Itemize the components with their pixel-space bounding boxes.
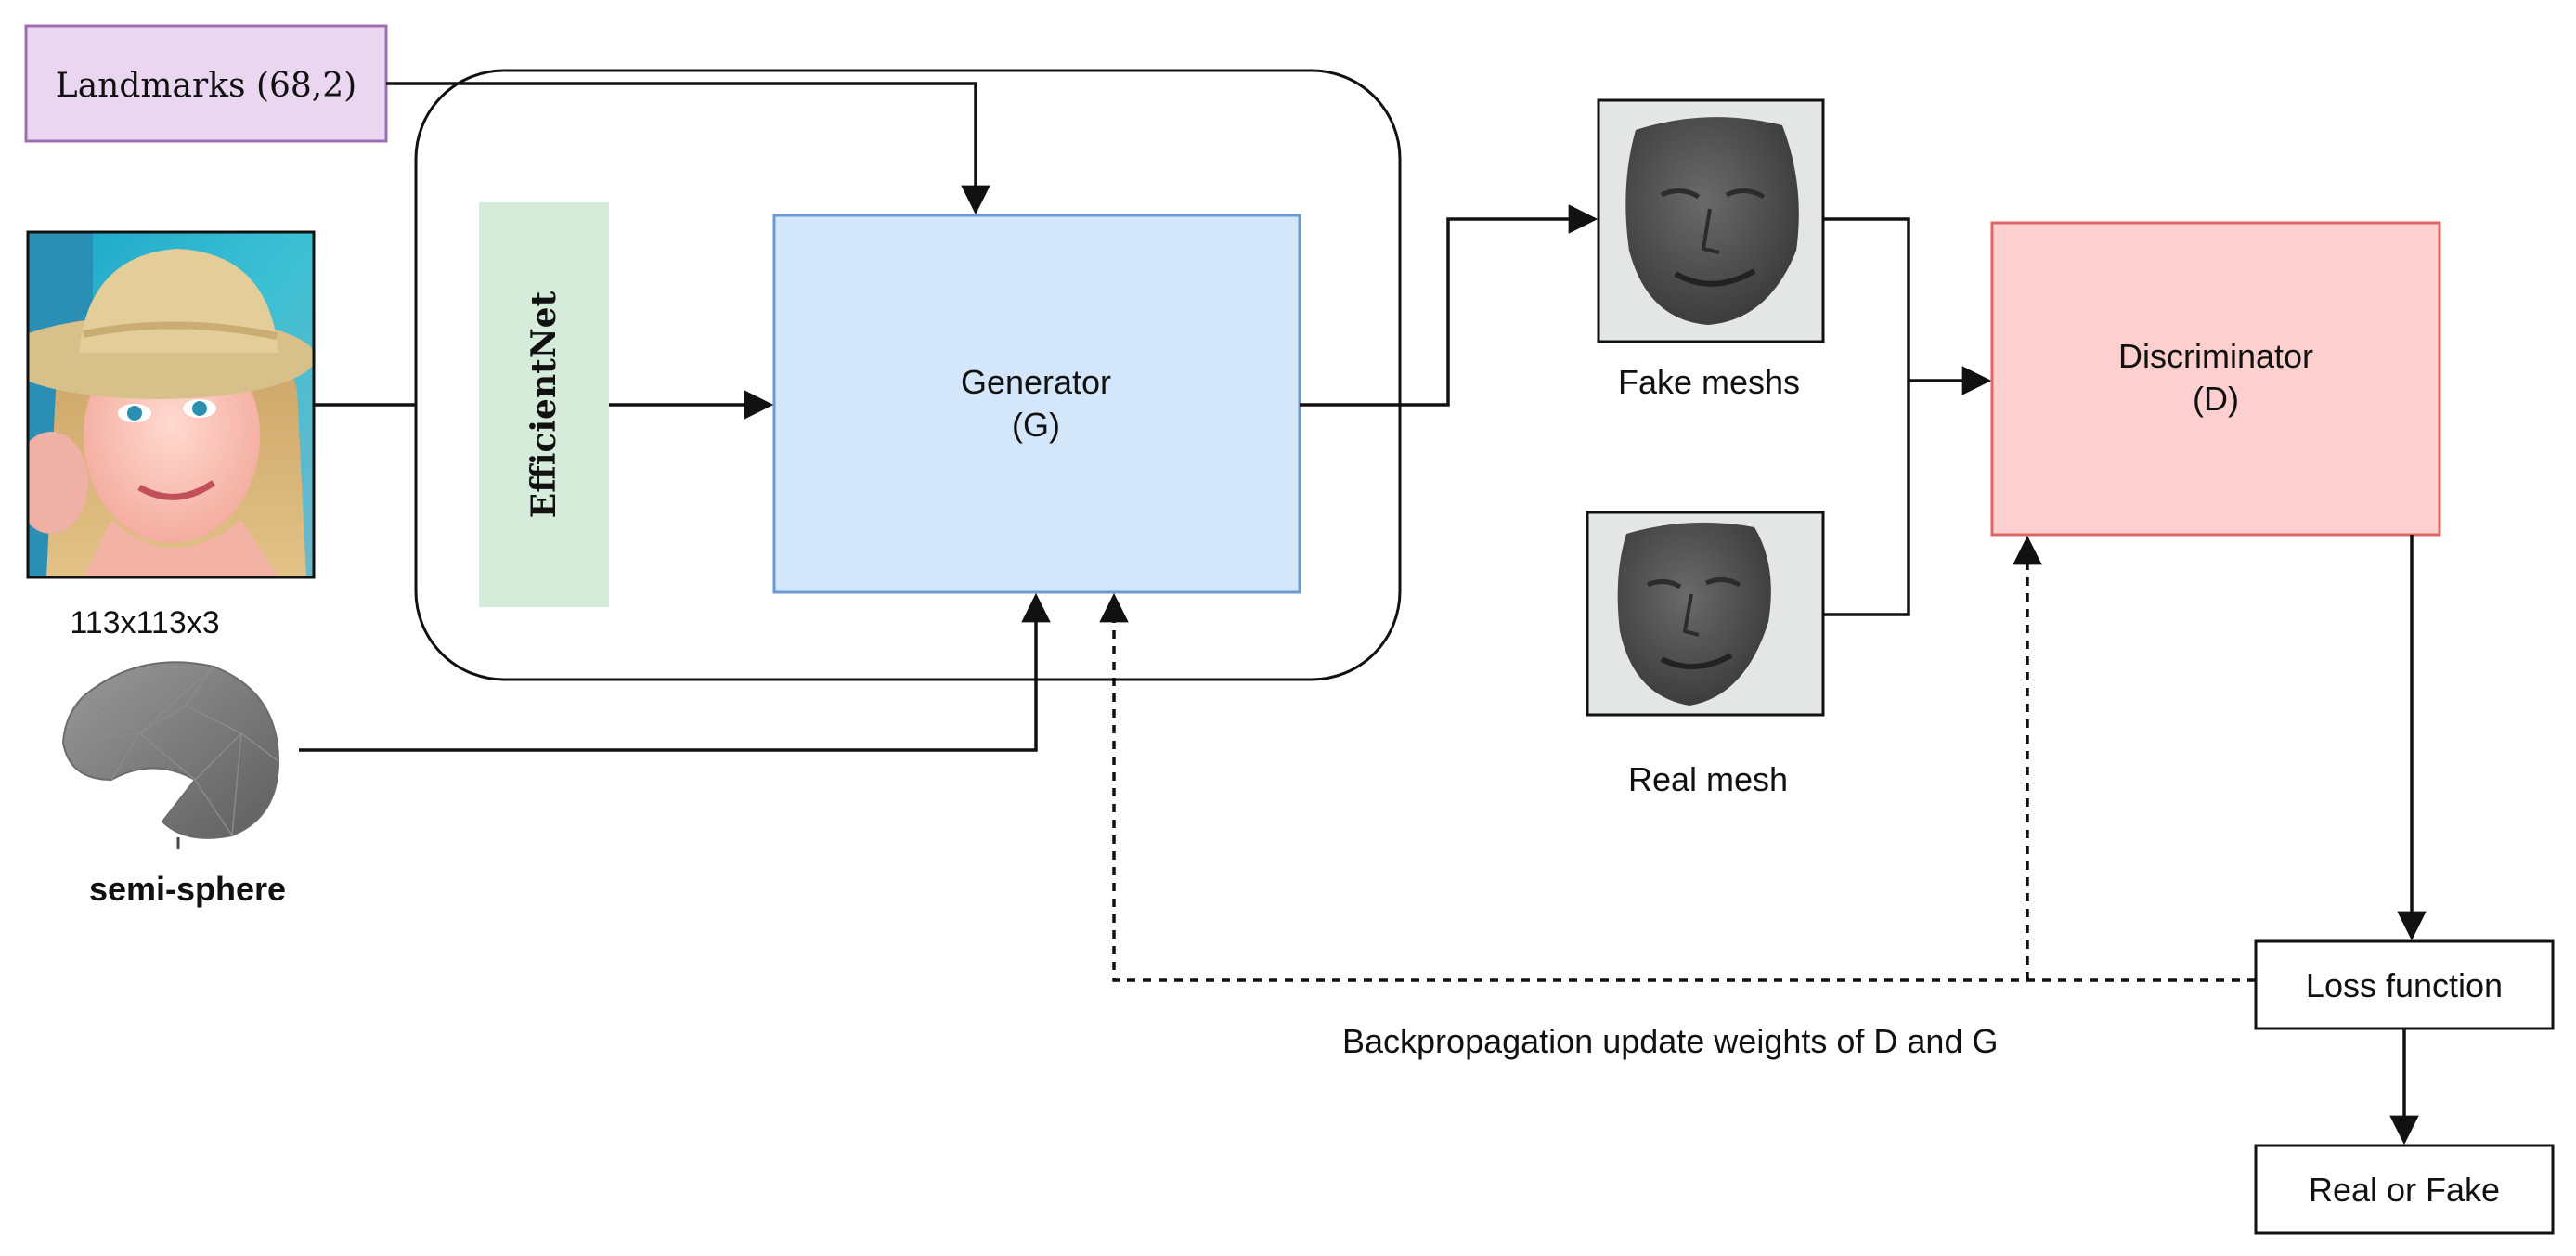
backprop-lines [1099,535,2256,982]
generator-label: Generator [961,363,1111,401]
fake-mesh-image [1597,98,1825,343]
image-size-caption: 113x113x3 [70,605,219,641]
real-mesh-caption: Real mesh [1628,760,1788,798]
generator-symbol: (G) [1012,406,1060,444]
semi-sphere-icon [61,661,280,849]
efficientnet-node: EfficientNet [479,202,609,607]
edge-fake-merge [1823,217,1910,381]
generator-node: Generator (G) [772,214,1301,594]
output-node: Real or Fake [2254,1144,2555,1235]
input-photo [26,230,316,579]
landmarks-node: Landmarks (68,2) [24,24,388,143]
fake-mesh-caption: Fake meshs [1618,363,1800,401]
real-mesh-image [1586,511,1825,717]
output-label: Real or Fake [2309,1171,2500,1209]
loss-function-label: Loss function [2306,966,2503,1004]
loss-function-node: Loss function [2254,939,2555,1030]
edge-generator-fake [1300,204,1599,407]
efficientnet-label: EfficientNet [524,291,563,518]
discriminator-label: Discriminator [2118,337,2313,375]
edge-sphere-generator [299,592,1051,752]
landmarks-label: Landmarks (68,2) [56,67,356,105]
edge-real-merge [1823,381,1910,616]
connectors [299,82,2427,1146]
semi-sphere-caption: semi-sphere [89,870,286,908]
backprop-caption: Backpropagation update weights of D and … [1342,1022,1998,1060]
discriminator-symbol: (D) [2193,380,2239,418]
edge-backprop-main [1099,592,2256,982]
encoder-generator-container [414,69,1402,681]
discriminator-node: Discriminator (D) [1990,221,2441,537]
edge-landmarks-generator [386,82,990,215]
